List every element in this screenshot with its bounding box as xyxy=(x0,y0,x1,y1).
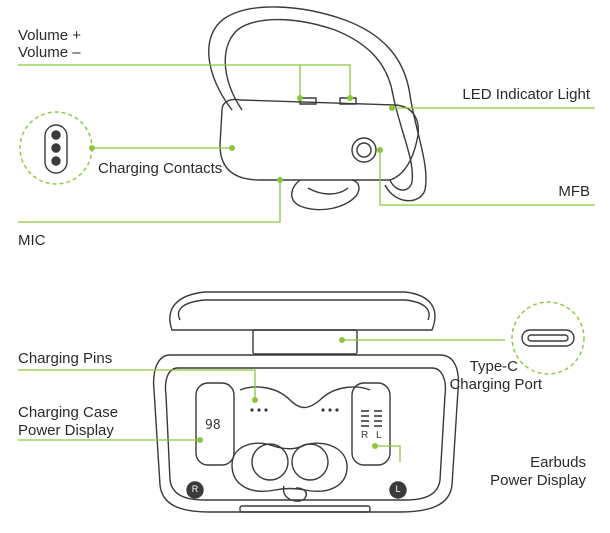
type-c-zoom xyxy=(511,301,585,375)
charging-case-illustration xyxy=(152,291,460,513)
charging-pins-dots xyxy=(250,408,339,412)
badge-left: L xyxy=(395,484,401,494)
label-earbuds-display-1: Earbuds xyxy=(530,454,586,471)
label-charging-case-display-1: Charging Case xyxy=(18,404,119,421)
label-mic: MIC xyxy=(18,232,46,249)
badge-right: R xyxy=(191,484,199,494)
label-led-indicator: LED Indicator Light xyxy=(462,86,590,103)
label-earbuds-display-2: Power Display xyxy=(490,472,586,489)
earbud-display-right-label: R xyxy=(361,430,369,441)
earbud-illustration xyxy=(208,6,427,211)
leader-dots xyxy=(89,95,395,449)
label-type-c-2: Charging Port xyxy=(449,376,542,393)
charging-contacts-zoom xyxy=(19,111,93,185)
label-type-c-1: Type-C xyxy=(469,358,518,375)
earbud-display-left-label: L xyxy=(376,430,382,441)
case-battery-digits: 98 xyxy=(205,418,221,433)
earbud-level-bars xyxy=(361,410,382,427)
label-volume-minus: Volume – xyxy=(18,44,81,61)
label-charging-case-display-2: Power Display xyxy=(18,422,114,439)
leader-lines xyxy=(18,64,595,462)
label-charging-contacts: Charging Contacts xyxy=(98,160,223,177)
label-mfb: MFB xyxy=(558,183,590,200)
label-charging-pins: Charging Pins xyxy=(18,350,113,367)
label-volume-plus: Volume + xyxy=(18,27,81,44)
